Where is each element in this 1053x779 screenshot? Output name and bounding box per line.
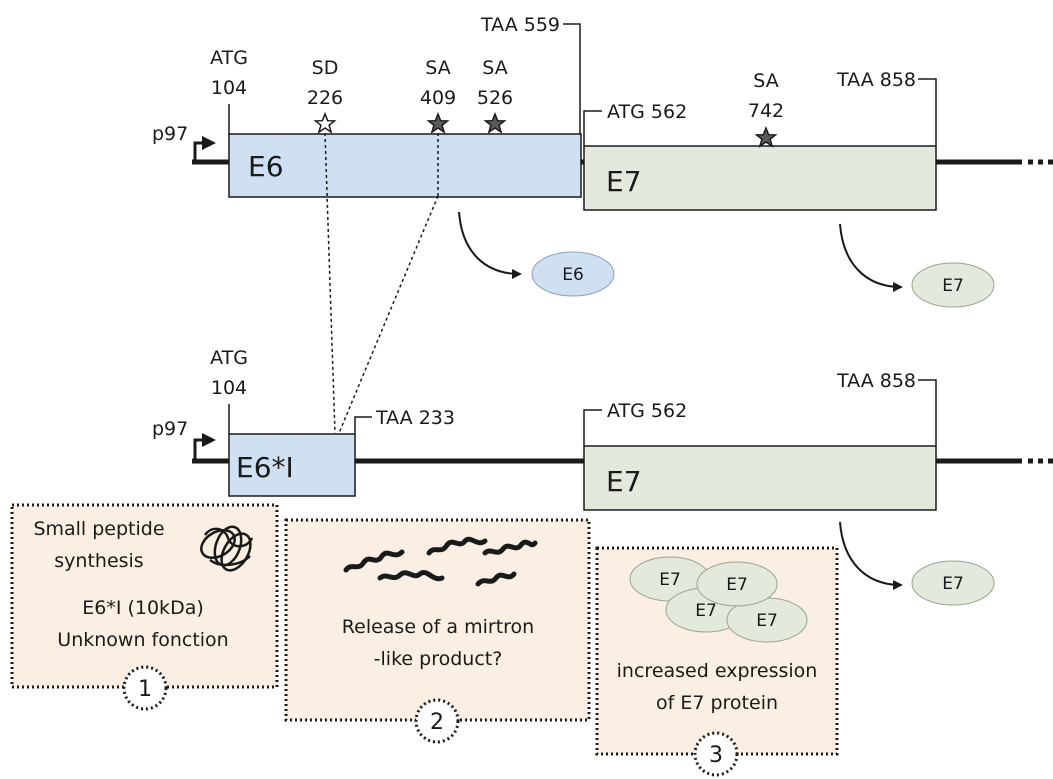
top-sd-star-icon (313, 111, 337, 134)
top-sa3-label-line1: SA (753, 70, 778, 92)
top-e6-protein-label: E6 (562, 265, 584, 285)
note-2-line2: -like product? (374, 648, 503, 670)
top-e7-translation-arrow (839, 223, 903, 292)
bottom-promoter-label: p97 (152, 418, 188, 440)
peptide-tangle-icon (200, 525, 254, 572)
bottom-taa858-label: TAA 858 (836, 370, 916, 392)
bottom-e6i-box (228, 433, 356, 497)
top-e6-label: E6 (248, 150, 284, 183)
note-3-e7-oval-2 (696, 561, 778, 607)
top-e6-protein-oval (531, 251, 615, 297)
squiggle-icon (482, 539, 538, 556)
bottom-taa233-bracket (354, 416, 372, 434)
bottom-e7-protein-oval (911, 560, 995, 606)
note-2-line1: Release of a mirtron (342, 616, 534, 638)
note-2-badge-number: 2 (430, 710, 444, 735)
note-3-line2: of E7 protein (656, 692, 778, 714)
bottom-e7-box (583, 445, 937, 511)
top-sa2-label-line1: SA (482, 57, 507, 79)
splice-junction-lines (324, 132, 439, 434)
note-3-badge (693, 731, 739, 777)
note-2: Release of a mirtron -like product? 2 (284, 518, 591, 744)
top-promoter-label: p97 (152, 123, 188, 145)
note-1-line4: Unknown fonction (57, 629, 228, 651)
bottom-atg-label-line1: ATG (210, 347, 248, 369)
note-1-badge-number: 1 (138, 677, 152, 702)
top-e6-translation-arrow (458, 211, 522, 279)
top-e7-protein-label: E7 (942, 276, 964, 296)
note-3-badge-number: 3 (709, 743, 723, 768)
top-e7-label: E7 (606, 165, 642, 198)
bottom-e7-label: E7 (606, 465, 642, 498)
note-3-e7-oval-1-label: E7 (659, 570, 681, 590)
top-atg-label-line2: 104 (211, 77, 247, 99)
bottom-e7-translation-arrow (839, 521, 903, 590)
note-1: Small peptide synthesis E6*I (10kDa) Unk… (10, 503, 279, 711)
top-e7-protein-oval (911, 262, 995, 308)
bottom-promoter-arrow (193, 433, 216, 461)
top-promoter-arrow (193, 136, 216, 162)
top-sa2-label-line2: 526 (477, 87, 513, 109)
bottom-taa233-label: TAA 233 (375, 407, 455, 429)
squiggle-icon (377, 570, 445, 582)
top-sa2-star-icon (483, 111, 507, 134)
mirtron-squiggle-icons (343, 536, 538, 587)
splice-line-sa-diag (338, 195, 439, 434)
squiggle-icon (475, 571, 517, 587)
note-2-box (284, 518, 591, 722)
top-taa858-bracket (918, 78, 937, 146)
bottom-transcript: p97 E6*I E7 ATG 104 TAA 233 ATG 562 TAA … (152, 347, 1053, 606)
top-atg562-bracket (583, 110, 602, 146)
bottom-e7-protein-label: E7 (942, 574, 964, 594)
bottom-taa858-bracket (918, 379, 937, 446)
top-atg562-label: ATG 562 (607, 101, 687, 123)
note-3: E7 E7 E7 E7 increased expression of E7 p… (595, 546, 839, 777)
note-1-badge (122, 665, 168, 711)
note-3-e7-oval-4-label: E7 (756, 611, 778, 631)
bottom-e6i-label: E6*I (236, 451, 294, 484)
note-3-e7-oval-2-label: E7 (726, 575, 748, 595)
top-taa559-label: TAA 559 (480, 14, 560, 36)
note-3-e7-oval-3-label: E7 (695, 601, 717, 621)
top-sd-label-line2: 226 (307, 87, 343, 109)
squiggle-icon (426, 536, 488, 556)
bottom-atg562-label: ATG 562 (607, 400, 687, 422)
bottom-atg562-bracket (583, 409, 602, 446)
note-3-line1: increased expression (617, 660, 818, 682)
top-e6-box (228, 133, 582, 198)
bottom-atg-label-line2: 104 (211, 377, 247, 399)
top-transcript: p97 E6 E7 ATG 104 SD 226 SA 409 SA 526 T… (152, 14, 1053, 308)
splice-line-sd (324, 132, 336, 434)
top-sa3-star-icon (754, 125, 778, 148)
note-2-badge (414, 698, 460, 744)
top-sd-label-line1: SD (312, 57, 339, 79)
top-atg-label-line1: ATG (210, 47, 248, 69)
note-1-line2: synthesis (54, 550, 143, 572)
squiggle-icon (343, 549, 405, 573)
top-sa1-label-line1: SA (425, 57, 450, 79)
top-sa1-star-icon (426, 111, 450, 134)
top-taa559-bracket (563, 23, 581, 134)
note-1-line3: E6*I (10kDa) (82, 597, 204, 619)
note-1-line1: Small peptide (33, 518, 164, 540)
top-sa3-label-line2: 742 (748, 100, 784, 122)
top-taa858-label: TAA 858 (836, 69, 916, 91)
top-sa1-label-line2: 409 (420, 87, 456, 109)
